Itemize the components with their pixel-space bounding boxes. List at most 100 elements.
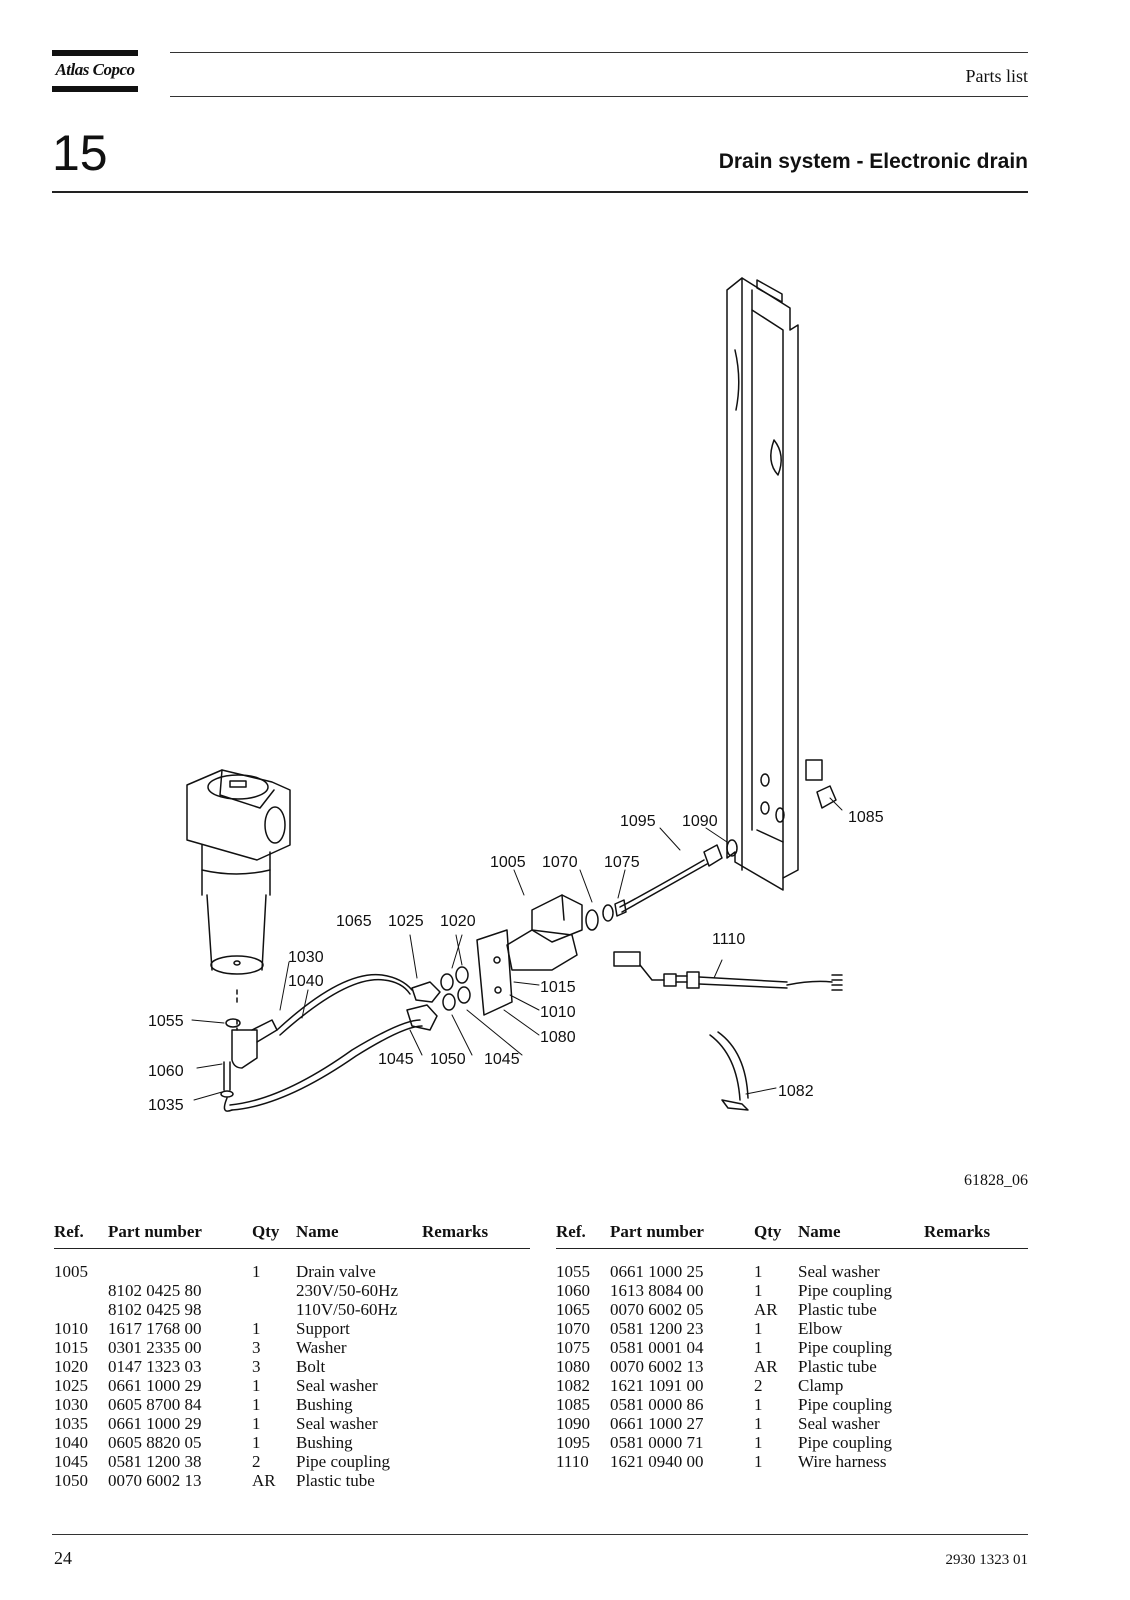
- callout-1040: 1025: [388, 913, 424, 930]
- callout-1075: 1070: [542, 854, 578, 871]
- callout-1080: 1075: [604, 854, 640, 871]
- cell-qty: 3: [252, 1338, 261, 1357]
- cell-part-number: 0605 8820 05: [108, 1433, 202, 1452]
- cell-qty: 1: [754, 1338, 763, 1357]
- cell-part-number: 0581 1200 38: [108, 1452, 202, 1471]
- figure-id: 61828_06: [964, 1172, 1028, 1189]
- col-name: Name: [296, 1222, 422, 1249]
- cell-part-number: 1613 8084 00: [610, 1281, 704, 1300]
- cell-ref: 1030: [54, 1395, 88, 1414]
- cell-remarks: [422, 1395, 530, 1414]
- cell-ref: 1082: [556, 1376, 590, 1395]
- cell-part-number: 0605 8700 84: [108, 1395, 202, 1414]
- cell-ref: 1010: [54, 1319, 88, 1338]
- cell-part-number: 0661 1000 27: [610, 1414, 704, 1433]
- callout-1045-lower: 1045: [378, 1051, 414, 1068]
- cell-part-number: 0147 1323 03: [108, 1357, 202, 1376]
- cell-part-number: 0070 6002 13: [108, 1471, 202, 1490]
- cell-qty: 2: [754, 1376, 763, 1395]
- cell-part-number: 1621 1091 00: [610, 1376, 704, 1395]
- cell-qty: 1: [754, 1433, 763, 1452]
- frame-member: [726, 277, 823, 891]
- cell-part-number: 0581 0000 86: [610, 1395, 704, 1414]
- cell-remarks: [924, 1433, 1028, 1452]
- cell-remarks: [924, 1262, 1028, 1281]
- cell-name: Seal washer: [798, 1262, 880, 1281]
- cell-remarks: [422, 1433, 530, 1452]
- callout-1070: 1065: [336, 913, 372, 930]
- callout-1050: 1040: [288, 973, 324, 990]
- cell-part-number: 0070 6002 05: [610, 1300, 704, 1319]
- col-ref: Ref.: [54, 1222, 108, 1249]
- callout-1005: 1005: [490, 854, 526, 871]
- cell-ref: 1075: [556, 1338, 590, 1357]
- cell-part-number: 0661 1000 29: [108, 1414, 202, 1433]
- cell-part-number: 0581 1200 23: [610, 1319, 704, 1338]
- chapter-title: Drain system - Electronic drain: [718, 150, 1028, 173]
- cell-qty: 1: [754, 1281, 763, 1300]
- cell-ref: 1110: [556, 1452, 589, 1471]
- cell-remarks: [422, 1471, 530, 1490]
- cell-qty: [252, 1300, 296, 1319]
- col-remarks: Remarks: [924, 1222, 1028, 1249]
- bottom-fittings: [220, 1018, 278, 1112]
- cell-name: Pipe coupling: [798, 1338, 892, 1357]
- logo-top-bar: [52, 50, 138, 56]
- callout-1015: 1010: [540, 1004, 576, 1021]
- callout-1082: 1082: [778, 1083, 814, 1100]
- callout-1030: 1050: [430, 1051, 466, 1068]
- cell-part-number: 1617 1768 00: [108, 1319, 202, 1338]
- cell-name: Wire harness: [798, 1452, 887, 1471]
- callout-1090: 1090: [682, 813, 718, 830]
- cell-name: Drain valve: [296, 1262, 376, 1281]
- callout-1095: 1095: [620, 813, 656, 830]
- cell-qty: 1: [252, 1262, 261, 1281]
- cell-ref: 1035: [54, 1414, 88, 1433]
- cell-name: Plastic tube: [798, 1300, 877, 1319]
- cell-qty: 1: [252, 1395, 261, 1414]
- cell-qty: 1: [754, 1319, 763, 1338]
- cell-ref: [54, 1281, 108, 1300]
- filter-housing: [186, 769, 291, 1031]
- callout-1020: 1015: [540, 979, 576, 996]
- cell-remarks: [924, 1300, 1028, 1319]
- cell-part-number: 0581 0000 71: [610, 1433, 704, 1452]
- col-ref: Ref.: [556, 1222, 610, 1249]
- cell-ref: 1005: [54, 1262, 88, 1281]
- callout-1010: 1080: [540, 1029, 576, 1046]
- tubes: [229, 859, 708, 1111]
- clamp: [709, 1031, 749, 1111]
- cell-part-number: 0581 0001 04: [610, 1338, 704, 1357]
- cell-ref: 1065: [556, 1300, 590, 1319]
- callout-1110: 1110: [712, 931, 745, 948]
- cell-ref: 1050: [54, 1471, 88, 1490]
- cell-qty: [252, 1281, 296, 1300]
- callout-1035: 1020: [440, 913, 476, 930]
- section-label: Parts list: [965, 66, 1028, 86]
- cell-remarks: [422, 1300, 530, 1319]
- brand-logo: Atlas Copco: [52, 50, 140, 94]
- cell-qty: 2: [252, 1452, 261, 1471]
- cell-remarks: [422, 1319, 530, 1338]
- callout-labels: 1005 1070 1075 1095 1090 1085 1065 1025 …: [148, 809, 884, 1114]
- cell-name: Pipe coupling: [296, 1452, 390, 1471]
- cell-remarks: [422, 1281, 530, 1300]
- callout-1065: 1035: [148, 1097, 184, 1114]
- cell-qty: 1: [252, 1319, 261, 1338]
- cell-remarks: [422, 1357, 530, 1376]
- cell-remarks: [422, 1414, 530, 1433]
